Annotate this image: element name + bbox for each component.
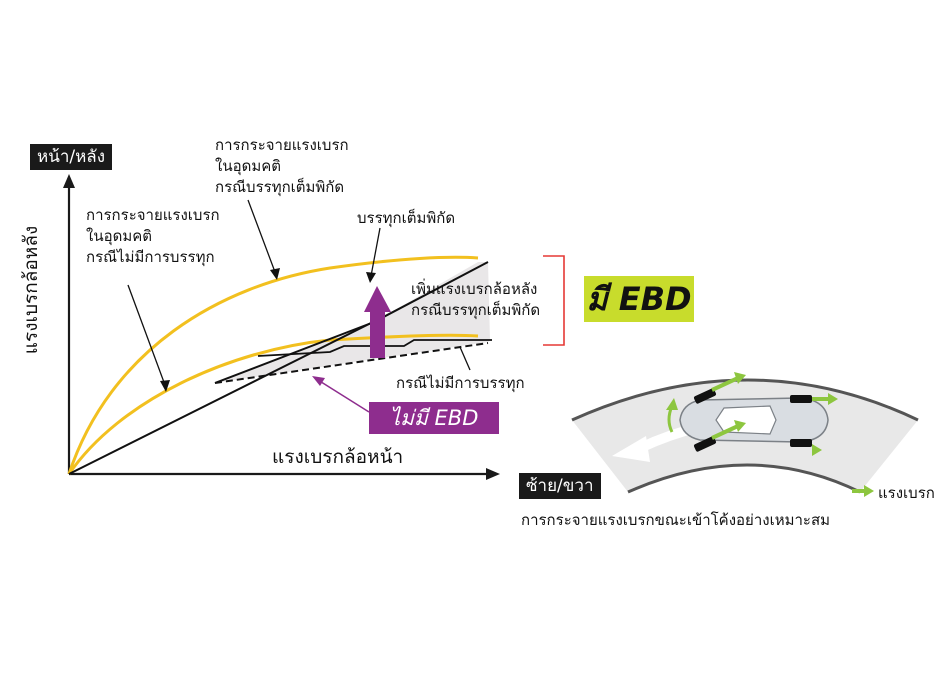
annotation-ideal-unloaded: การกระจายแรงเบรก ในอุดมคติ กรณีไม่มีการบ… bbox=[86, 205, 220, 268]
leader-full-load bbox=[247, 199, 276, 273]
with-ebd-badge: มี EBD bbox=[584, 276, 694, 322]
force-arrows bbox=[666, 372, 838, 456]
leader-unloaded bbox=[127, 284, 166, 386]
annotation-line: กรณีไม่มีการบรรทุก bbox=[86, 248, 215, 266]
x-axis-label: แรงเบรกล้อหน้า bbox=[272, 446, 404, 468]
annotation-line: เพิ่มแรงเบรกล้อหลัง bbox=[411, 280, 538, 298]
ebd-bracket bbox=[543, 255, 565, 346]
annotation-line: การกระจายแรงเบรก bbox=[215, 136, 349, 154]
direction-arrow-icon bbox=[612, 436, 650, 462]
annotation-line: ในอุดมคติ bbox=[86, 227, 152, 245]
leader-max-load bbox=[370, 227, 381, 277]
road-edge-outer bbox=[571, 378, 919, 422]
increase-arrow-icon bbox=[364, 286, 391, 312]
no-ebd-pointer-arrow-icon bbox=[312, 376, 325, 386]
annotation-line: ในอุดมคติ bbox=[215, 157, 281, 175]
annotation-full-load: บรรทุกเต็มพิกัด bbox=[357, 209, 456, 227]
y-axis-arrow-icon bbox=[63, 174, 75, 188]
annotation-no-load: กรณีไม่มีการบรรทุก bbox=[396, 374, 525, 392]
left-right-tag: ซ้าย/ขวา bbox=[519, 473, 601, 499]
annotation-line: การกระจายแรงเบรก bbox=[86, 206, 220, 224]
no-load-dashed-line bbox=[214, 342, 489, 384]
annotation-increase-rear: เพิ่มแรงเบรกล้อหลัง กรณีบรรทุกเต็มพิกัด bbox=[411, 279, 540, 321]
car-icon bbox=[679, 388, 829, 452]
leader-max-load-arrow-icon bbox=[366, 272, 376, 283]
force-arrow-icon bbox=[864, 485, 874, 497]
x-axis-arrow-icon bbox=[486, 468, 500, 480]
leader-unloaded-arrow-icon bbox=[160, 380, 170, 392]
increase-arrow-shaft bbox=[370, 310, 385, 358]
front-rear-tag: หน้า/หลัง bbox=[30, 144, 113, 170]
road-edge-inner bbox=[627, 463, 861, 494]
legend-brake-force-label: แรงเบรก bbox=[878, 484, 935, 502]
leader-full-load-arrow-icon bbox=[270, 268, 280, 280]
no-ebd-pointer bbox=[317, 379, 370, 413]
ideal-curve-full-load bbox=[67, 255, 479, 475]
annotation-ideal-full-load: การกระจายแรงเบรก ในอุดมคติ กรณีบรรทุกเต็… bbox=[215, 135, 349, 198]
without-ebd-badge: ไม่มี EBD bbox=[369, 402, 499, 434]
annotation-line: กรณีบรรทุกเต็มพิกัด bbox=[215, 178, 345, 196]
ebd-gain-region bbox=[215, 262, 490, 383]
ideal-curve-unloaded bbox=[67, 333, 479, 475]
annotation-line: กรณีบรรทุกเต็มพิกัด bbox=[411, 301, 541, 319]
proportional-line bbox=[68, 321, 374, 475]
leader-no-load bbox=[459, 346, 471, 371]
y-axis-label: แรงเบรกล้อหลัง bbox=[20, 225, 42, 355]
cornering-caption: การกระจายแรงเบรกขณะเข้าโค้งอย่างเหมาะสม bbox=[521, 511, 831, 529]
